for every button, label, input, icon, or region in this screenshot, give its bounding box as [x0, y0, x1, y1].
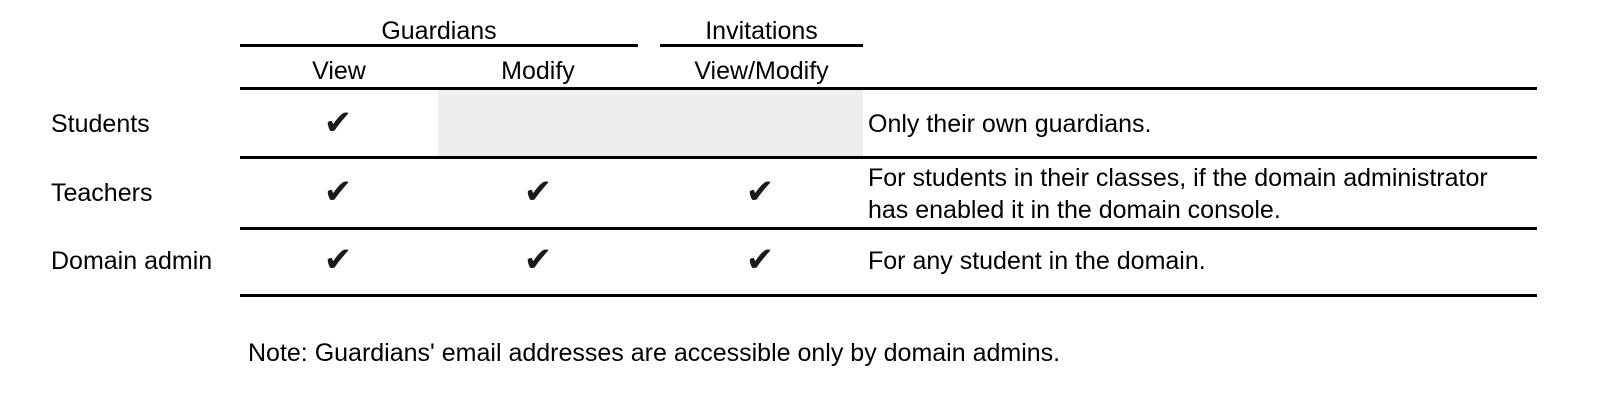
checkmark-icon-domain-admin-invitations-view-modify: ✔ [745, 240, 775, 280]
column-header-modify: Modify [501, 57, 575, 85]
checkmark-icon-students-guardians-view: ✔ [323, 103, 353, 143]
shaded-cell-students-modify [438, 90, 863, 156]
description-line: For students in their classes, if the do… [868, 164, 1488, 192]
column-header-view: View [312, 57, 366, 85]
checkmark-icon-teachers-guardians-modify: ✔ [523, 172, 553, 212]
group-header-invitations: Invitations [705, 17, 818, 45]
row-label-teachers: Teachers [51, 179, 153, 207]
table-rule-after-teachers [240, 227, 1537, 230]
description-line: has enabled it in the domain console. [868, 196, 1281, 224]
description-students: Only their own guardians. [868, 108, 1528, 140]
description-teachers: For students in their classes, if the do… [868, 162, 1528, 226]
checkmark-icon-teachers-invitations-view-modify: ✔ [745, 172, 775, 212]
checkmark-icon-teachers-guardians-view: ✔ [323, 172, 353, 212]
table-note: Note: Guardians' email addresses are acc… [248, 339, 1061, 367]
description-line: For any student in the domain. [868, 247, 1206, 275]
table-rule-bottom [240, 294, 1537, 297]
description-domain-admin: For any student in the domain. [868, 245, 1528, 277]
column-header-view-modify: View/Modify [694, 57, 829, 85]
group-rule-guardians [240, 44, 638, 47]
group-rule-invitations [660, 44, 863, 47]
group-header-guardians: Guardians [381, 17, 497, 45]
table-rule-top [240, 87, 1537, 90]
table-rule-after-students [240, 156, 1537, 159]
checkmark-icon-domain-admin-guardians-view: ✔ [323, 240, 353, 280]
row-label-students: Students [51, 110, 150, 138]
description-line: Only their own guardians. [868, 110, 1152, 138]
row-label-domain-admin: Domain admin [51, 247, 213, 275]
checkmark-icon-domain-admin-guardians-modify: ✔ [523, 240, 553, 280]
